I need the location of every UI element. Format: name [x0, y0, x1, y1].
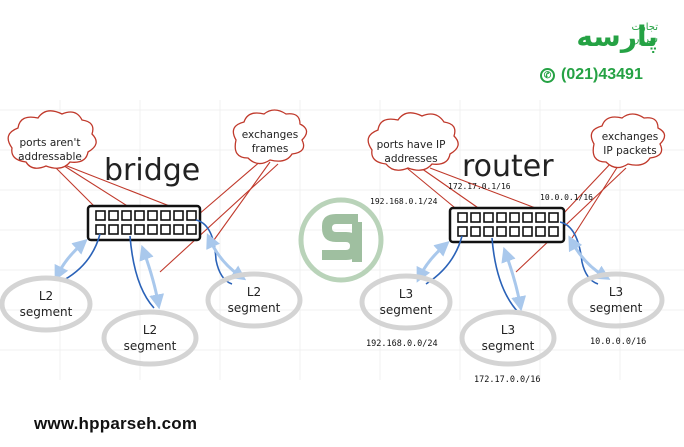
router-segment-bottom-line1: L3: [501, 323, 515, 337]
router-segment-left-line1: L3: [399, 287, 413, 301]
bridge-segment-bottom-line2: segment: [124, 339, 177, 353]
brand-subtitle: تجارت سرور: [608, 22, 658, 46]
router-net-bottom: 172.17.0.0/16: [474, 375, 541, 385]
bridge-cloud-right: exchanges frames: [232, 109, 308, 165]
router-segment-right-line1: L3: [609, 285, 623, 299]
bridge-segment-right: L2 segment: [205, 271, 303, 329]
router-segment-right: L3 segment: [567, 271, 665, 329]
bridge-segment-left-line1: L2: [39, 289, 53, 303]
bridge-segment-left-line2: segment: [20, 305, 73, 319]
router-segment-left: L3 segment: [359, 273, 453, 331]
brand-logo: پارسه: [576, 20, 658, 53]
brand-subtitle-top: تجارت: [631, 22, 658, 33]
router-segment-bottom-line2: segment: [482, 339, 535, 353]
router-cloud-right: exchanges IP packets: [590, 113, 666, 169]
router-cloud-left-line2: addresses: [384, 153, 437, 165]
router-callout-lines: [401, 161, 627, 273]
router-ip-right-port: 10.0.0.1/16: [540, 193, 593, 202]
router-segment-bottom: L3 segment: [459, 309, 557, 367]
bridge-switch: [86, 204, 202, 242]
bridge-segment-bottom-line1: L2: [143, 323, 157, 337]
router-cloud-right-line2: IP packets: [603, 145, 656, 157]
router-segment-left-line2: segment: [380, 303, 433, 317]
router-net-left: 192.168.0.0/24: [366, 339, 438, 349]
router-cloud-right-line1: exchanges: [602, 131, 658, 143]
website-url: www.hpparseh.com: [34, 414, 198, 433]
bridge-segment-left: L2 segment: [0, 275, 93, 333]
bridge-title: bridge: [104, 153, 200, 188]
bridge-cloud-left: ports aren't addressable: [7, 110, 97, 169]
router-ip-left-port: 192.168.0.1/24: [370, 197, 438, 206]
bridge-cloud-right-line2: frames: [252, 143, 289, 155]
watermark-logo: [298, 197, 384, 283]
router-cloud-left-line1: ports have IP: [377, 139, 446, 151]
router-net-right: 10.0.0.0/16: [590, 337, 646, 347]
router-cloud-left: ports have IP addresses: [367, 112, 459, 171]
bridge-cloud-left-line2: addressable: [18, 151, 82, 163]
brand-phone-number: (021)43491: [561, 66, 643, 83]
router-segment-right-line2: segment: [590, 301, 643, 315]
brand-phone: ✆ (021)43491: [540, 66, 643, 84]
router-switch: [448, 206, 566, 244]
brand-subtitle-bottom: سرور: [634, 34, 658, 45]
router-title: router: [462, 149, 554, 184]
bridge-cloud-right-line1: exchanges: [242, 129, 298, 141]
bridge-segment-right-line1: L2: [247, 285, 261, 299]
bridge-segment-right-line2: segment: [228, 301, 281, 315]
bridge-cloud-left-line1: ports aren't: [20, 137, 81, 149]
phone-icon: ✆: [540, 67, 555, 83]
bridge-segment-bottom: L2 segment: [101, 309, 199, 367]
router-ip-mid-port: 172.17.0.1/16: [448, 182, 511, 191]
